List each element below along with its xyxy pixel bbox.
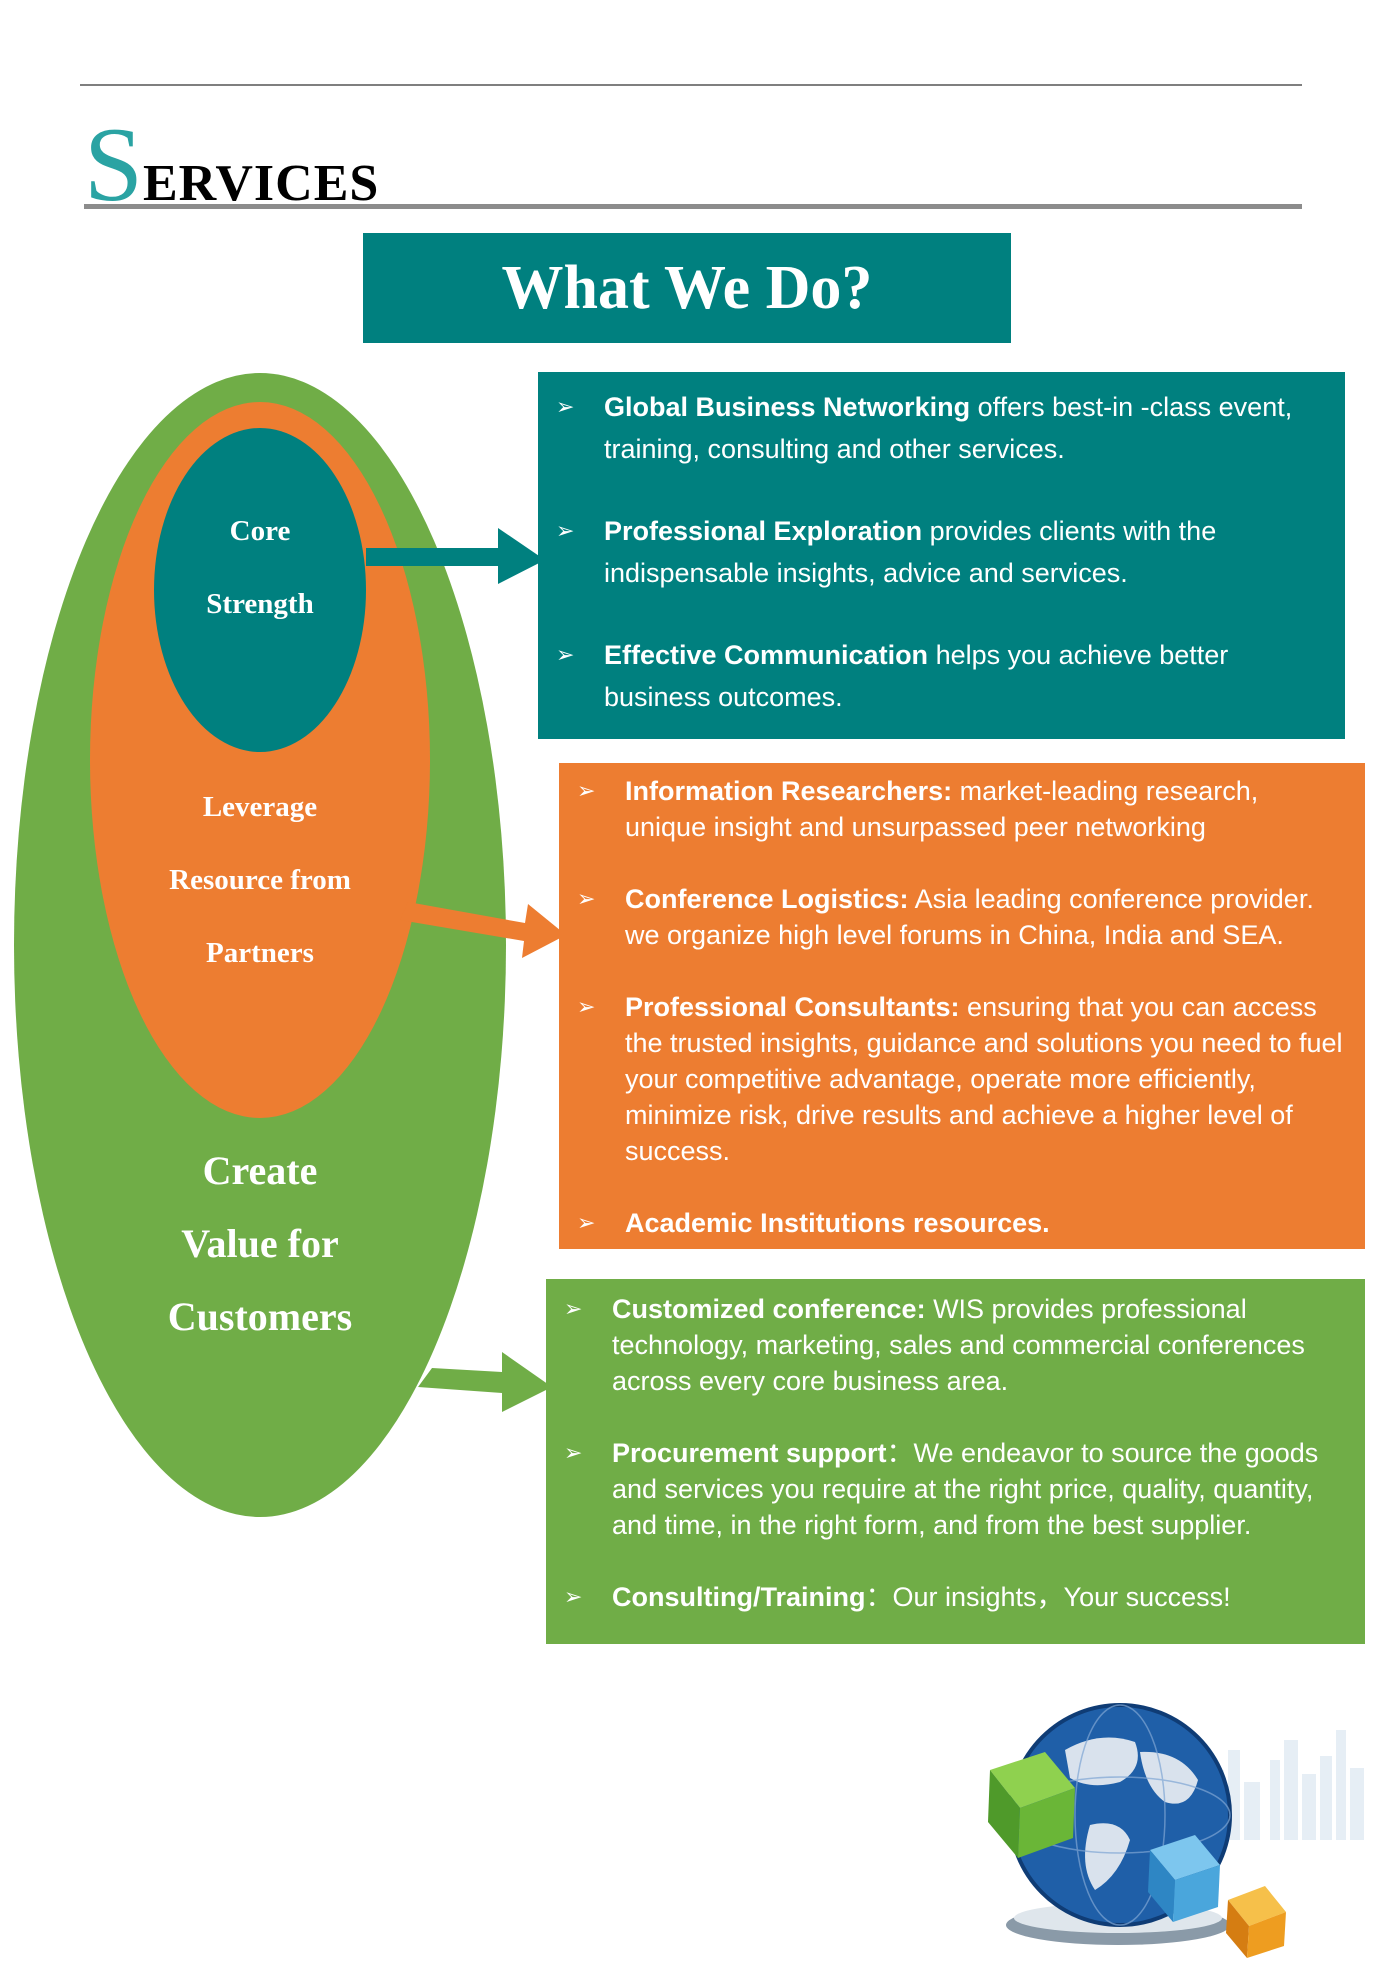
outer-label-line-1: Create xyxy=(202,1148,318,1193)
item-bold: Information Researchers: xyxy=(625,776,953,806)
item-bold: Professional Exploration xyxy=(604,516,923,546)
green-cube-icon xyxy=(988,1752,1075,1858)
inner-oval-label: Core Strength xyxy=(160,495,360,641)
bullet-arrow-icon: ➢ xyxy=(577,886,596,911)
item-text: provides clients with the indispensable … xyxy=(604,516,1217,588)
item-bold: Academic Institutions resources. xyxy=(625,1208,1050,1238)
city-skyline-icon xyxy=(1210,1730,1364,1840)
inner-label-line-1: Core xyxy=(229,515,291,547)
item-text: Asia leading conference provider. we org… xyxy=(625,884,1314,950)
item-text: ：Our insights，Your success! xyxy=(865,1582,1231,1612)
list-item: ➢ Academic Institutions resources. xyxy=(559,1205,1345,1241)
section-title-initial: S xyxy=(84,106,143,223)
top-rule xyxy=(80,84,1302,86)
outer-label-line-3: Customers xyxy=(167,1294,353,1339)
list-item: ➢ Conference Logistics: Asia leading conf… xyxy=(559,881,1345,953)
green-connector-arrow xyxy=(418,1352,552,1412)
bullet-arrow-icon: ➢ xyxy=(577,778,596,803)
item-bold: Conference Logistics: xyxy=(625,884,909,914)
globe-cubes-illustration xyxy=(988,1703,1364,1958)
bullet-arrow-icon: ➢ xyxy=(564,1296,583,1321)
customer-value-panel: ➢ Customized conference: WIS provides pro… xyxy=(546,1279,1365,1644)
orange-cube-icon xyxy=(1226,1886,1286,1958)
bullet-arrow-icon: ➢ xyxy=(556,518,575,543)
middle-label-line-1: Leverage xyxy=(202,791,318,823)
item-bold: Consulting/Training xyxy=(612,1582,866,1612)
section-title: SERVICES xyxy=(84,112,379,218)
core-strength-panel: ➢ Global Business Networking offers best-… xyxy=(538,372,1345,739)
item-text: WIS provides professional technology, ma… xyxy=(612,1294,1305,1396)
item-bold: Customized conference: xyxy=(612,1294,926,1324)
headline: What We Do? xyxy=(501,253,873,322)
item-text: market-leading research, unique insight … xyxy=(625,776,1259,842)
middle-oval-label: Leverage Resource from Partners xyxy=(130,771,390,990)
item-bold: Procurement support xyxy=(612,1438,887,1468)
item-bold: Effective Communication xyxy=(604,640,929,670)
list-item: ➢ Global Business Networking offers best-… xyxy=(538,386,1321,470)
item-text: ensuring that you can access the trusted… xyxy=(625,992,1343,1166)
outer-label-line-2: Value for xyxy=(181,1221,339,1266)
headline-banner: What We Do? xyxy=(363,233,1011,343)
orange-connector-arrow xyxy=(400,902,566,958)
list-item: ➢ Procurement support：We endeavor to sour… xyxy=(546,1435,1345,1543)
item-text: helps you achieve better business outcom… xyxy=(604,640,1229,712)
bullet-arrow-icon: ➢ xyxy=(564,1440,583,1465)
outer-oval-label: Create Value for Customers xyxy=(120,1134,400,1353)
section-title-rest: ERVICES xyxy=(142,155,380,212)
middle-label-line-2: Resource from xyxy=(169,864,351,896)
list-item: ➢ Professional Exploration provides clien… xyxy=(538,510,1321,594)
item-text: ：We endeavor to source the goods and ser… xyxy=(612,1438,1319,1540)
list-item: ➢ Customized conference: WIS provides pro… xyxy=(546,1291,1345,1399)
bullet-arrow-icon: ➢ xyxy=(564,1584,583,1609)
inner-label-line-2: Strength xyxy=(206,588,314,620)
item-text: offers best-in -class event, training, c… xyxy=(604,392,1293,464)
list-item: ➢ Professional Consultants: ensuring that… xyxy=(559,989,1345,1169)
list-item: ➢ Information Researchers: market-leading… xyxy=(559,773,1345,845)
bullet-arrow-icon: ➢ xyxy=(577,994,596,1019)
list-item: ➢ Consulting/Training：Our insights，Your s… xyxy=(546,1579,1345,1615)
item-bold: Professional Consultants: xyxy=(625,992,960,1022)
teal-connector-arrow xyxy=(366,528,545,584)
bullet-arrow-icon: ➢ xyxy=(556,642,575,667)
bullet-arrow-icon: ➢ xyxy=(556,394,575,419)
item-bold: Global Business Networking xyxy=(604,392,971,422)
title-underline xyxy=(84,204,1302,209)
list-item: ➢ Effective Communication helps you achie… xyxy=(538,634,1321,718)
blue-cube-icon xyxy=(1148,1835,1220,1922)
middle-label-line-3: Partners xyxy=(206,937,314,969)
bullet-arrow-icon: ➢ xyxy=(577,1210,596,1235)
partner-resources-panel: ➢ Information Researchers: market-leading… xyxy=(559,763,1365,1249)
inner-oval xyxy=(154,428,366,752)
